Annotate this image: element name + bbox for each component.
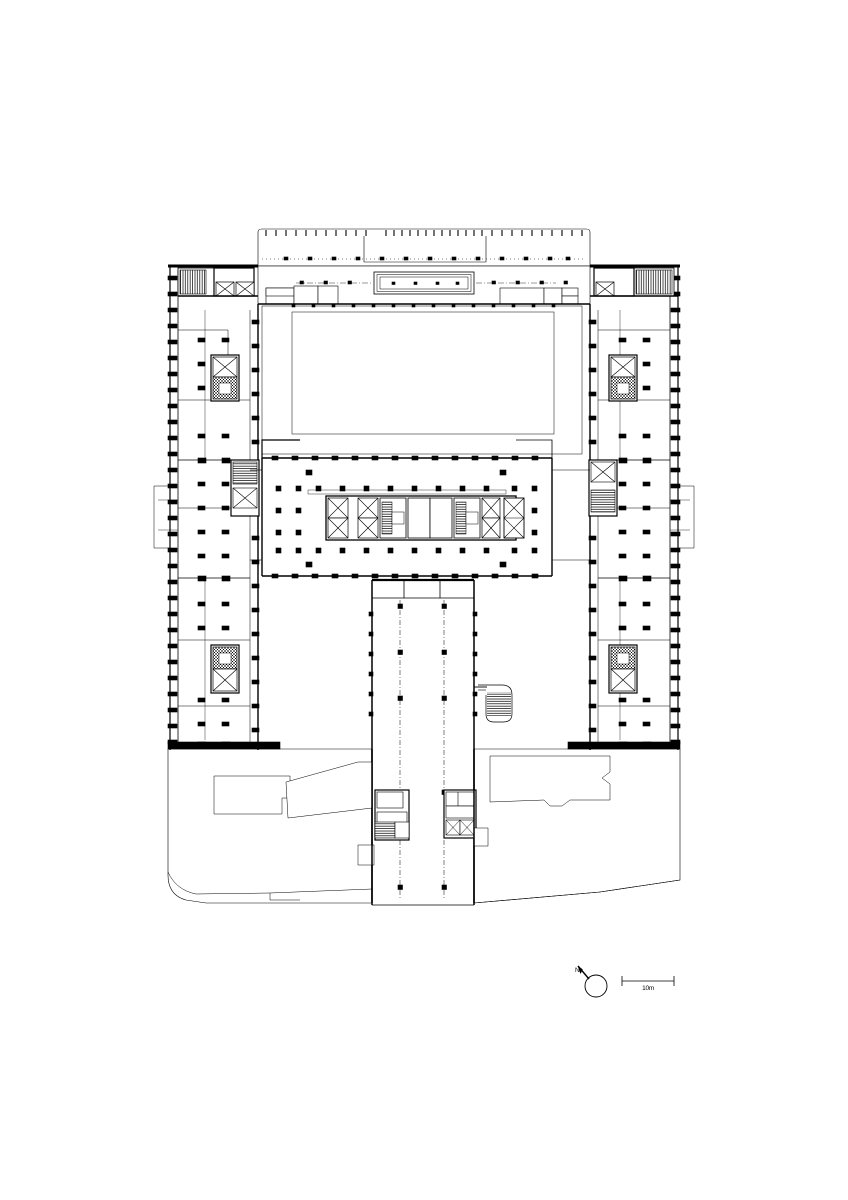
east-core-lower xyxy=(608,644,638,694)
north-label: N xyxy=(575,967,580,974)
scale-bar-label: 10m xyxy=(642,985,654,992)
exterior-stair xyxy=(474,684,513,723)
west-core-lower xyxy=(210,644,240,694)
plan-geometry xyxy=(153,228,695,906)
roof-skylight xyxy=(373,271,475,295)
legend: N 10m xyxy=(575,965,675,998)
west-facade-glazing xyxy=(167,275,178,745)
scale-bar: 10m xyxy=(621,976,675,992)
west-stair-mid xyxy=(230,459,260,517)
north-canopy xyxy=(257,228,591,267)
east-facade-glazing xyxy=(670,275,681,745)
northwest-stair-core xyxy=(177,267,258,297)
south-wing xyxy=(357,578,489,906)
central-courtyard xyxy=(261,303,583,455)
west-core-upper xyxy=(210,354,240,402)
east-core-upper xyxy=(608,354,638,402)
north-wing xyxy=(257,265,591,305)
east-stair-mid xyxy=(588,459,618,517)
north-arrow: N xyxy=(575,965,608,998)
south-lift-core xyxy=(443,789,477,839)
northeast-stair-core xyxy=(590,267,678,297)
column xyxy=(397,603,447,890)
site-podium xyxy=(167,741,681,904)
building-outer-wall xyxy=(168,264,680,750)
core-services xyxy=(325,495,525,541)
central-core-bar xyxy=(250,439,590,579)
south-stair-core xyxy=(374,789,410,841)
